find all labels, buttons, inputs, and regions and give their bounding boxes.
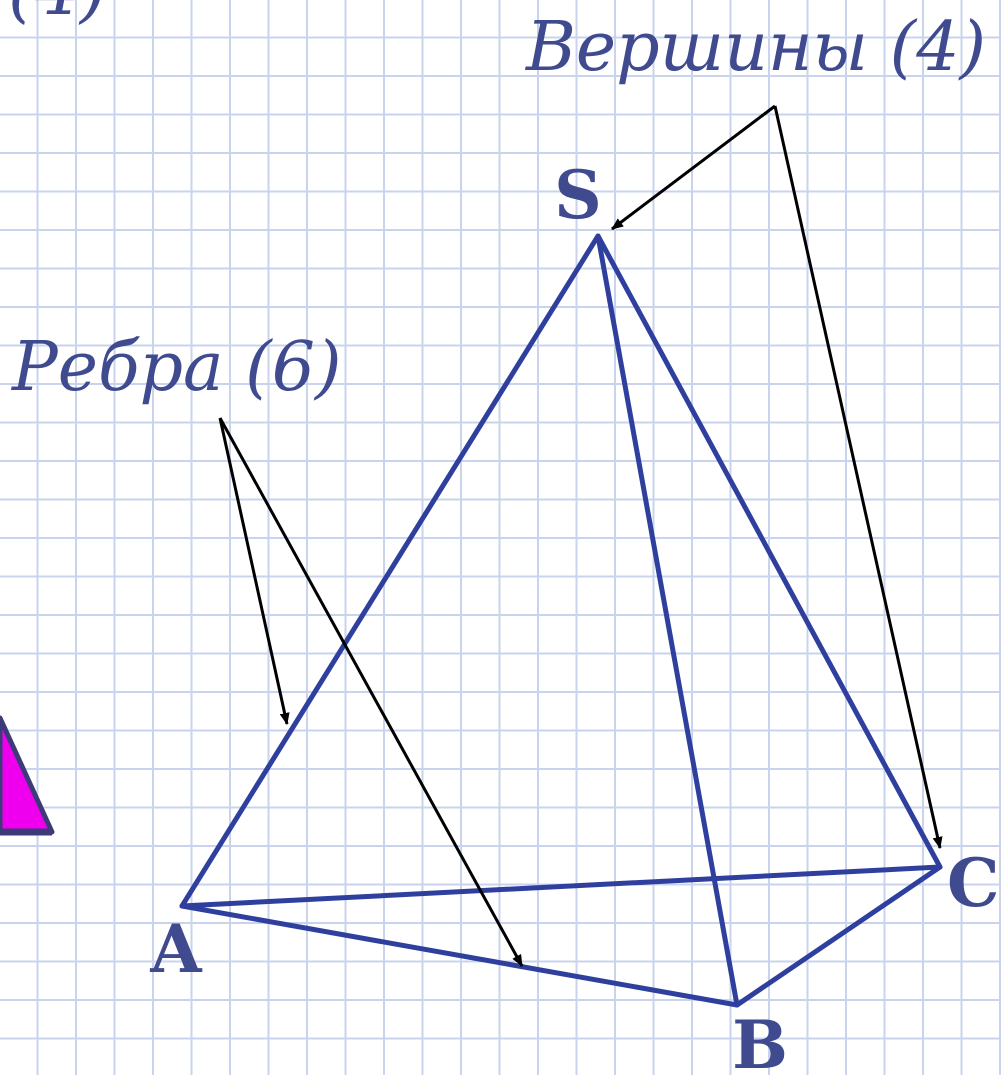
edge-AC: [179, 864, 943, 909]
arrow-to-vertex-S: [611, 104, 776, 231]
partial-pyramid-thumbnail: [0, 715, 55, 836]
vertex-label-S: S: [554, 156, 602, 234]
edge-SC: [595, 233, 943, 870]
edge-SA: [179, 233, 601, 909]
arrow-to-vertex-C: [773, 105, 943, 849]
vertex-label-A: A: [149, 910, 202, 988]
corner-text: (4): [8, 0, 107, 31]
edge-AB: [179, 903, 740, 1008]
edge-BC: [734, 864, 943, 1008]
vertex-label-B: B: [732, 1006, 788, 1075]
arrow-to-edge-SA: [218, 417, 290, 725]
vertex-label-C: C: [947, 844, 1000, 922]
edges-label: Ребра (6): [10, 328, 342, 407]
edge-SB: [595, 233, 740, 1008]
vertices-label: Вершины (4): [524, 8, 986, 87]
arrow-to-edge-AB: [218, 417, 524, 967]
